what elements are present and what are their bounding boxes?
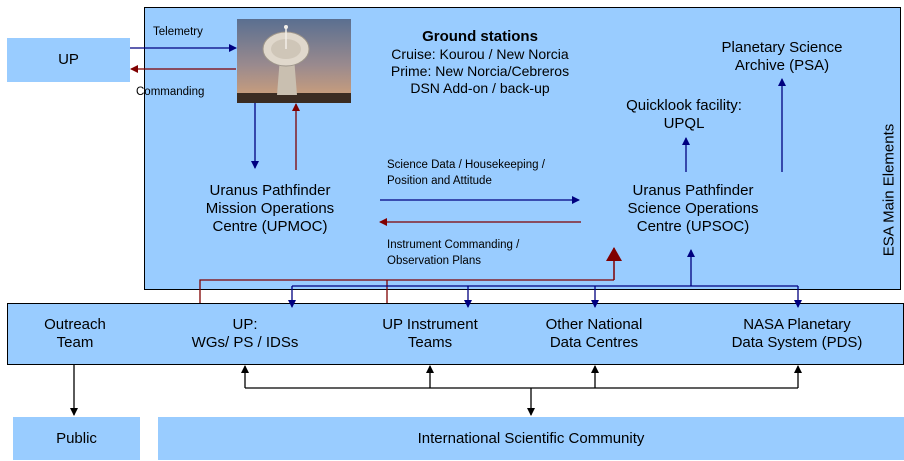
red-feedback-bus (199, 279, 614, 303)
science-data-label: Science Data / Housekeeping / Position a… (387, 158, 545, 189)
public-box (13, 417, 140, 460)
public-label: Public (56, 430, 97, 447)
ground-stations-line-3: DSN Add-on / back-up (410, 79, 550, 96)
instrument-teams-line-1: UP Instrument (382, 316, 478, 333)
up-box (7, 38, 130, 82)
community-box (158, 417, 904, 460)
upsoc-line-2: Science Operations (627, 200, 759, 217)
instrument-teams-label: UP Instrument Teams (355, 316, 505, 352)
upql-label: Quicklook facility: UPQL (594, 97, 774, 133)
upsoc-label: Uranus Pathfinder Science Operations Cen… (603, 182, 783, 236)
ground-stations-text: Ground stations Cruise: Kourou / New Nor… (380, 28, 580, 96)
esa-main-elements-label: ESA Main Elements (880, 123, 898, 257)
instrument-commanding-label: Instrument Commanding / Observation Plan… (387, 238, 519, 269)
ground-stations-title: Ground stations (422, 28, 538, 45)
ground-stations-line-2: Prime: New Norcia/Cebreros (390, 62, 570, 79)
antenna-dish-photo (237, 19, 351, 103)
upmoc-line-3: Centre (UPMOC) (212, 218, 328, 235)
national-data-centres-line-1: Other National (545, 316, 643, 333)
national-data-centres-label: Other National Data Centres (519, 316, 669, 352)
outreach-team-label: Outreach Team (15, 316, 135, 352)
telemetry-label: Telemetry (153, 26, 203, 38)
up-wgs-label: UP: WGs/ PS / IDSs (170, 316, 320, 352)
outreach-line-1: Outreach (44, 316, 106, 333)
external-elements-band (7, 303, 904, 365)
psa-label: Planetary Science Archive (PSA) (692, 39, 872, 75)
up-wgs-line-1: UP: (232, 316, 258, 333)
upsoc-line-1: Uranus Pathfinder (632, 182, 754, 199)
nasa-pds-line-2: Data System (PDS) (731, 334, 863, 351)
up-wgs-line-2: WGs/ PS / IDSs (191, 334, 299, 351)
nasa-pds-line-1: NASA Planetary (743, 316, 851, 333)
psa-line-2: Archive (PSA) (734, 57, 830, 74)
commanding-label: Commanding (136, 86, 205, 98)
instrument-commanding-line-2: Observation Plans (387, 254, 481, 267)
upql-line-2: UPQL (663, 115, 705, 132)
science-data-line-1: Science Data / Housekeeping / (387, 159, 545, 171)
up-label: UP (58, 51, 79, 68)
upsoc-line-3: Centre (UPSOC) (636, 218, 750, 235)
outreach-line-2: Team (56, 334, 94, 351)
instrument-teams-line-2: Teams (407, 334, 453, 351)
nasa-pds-label: NASA Planetary Data System (PDS) (712, 316, 882, 352)
upql-line-1: Quicklook facility: (626, 97, 742, 114)
science-data-line-2: Position and Attitude (387, 174, 492, 187)
upmoc-line-2: Mission Operations (205, 200, 335, 217)
ground-stations-line-1: Cruise: Kourou / New Norcia (391, 46, 569, 62)
community-label: International Scientific Community (417, 430, 645, 447)
national-data-centres-line-2: Data Centres (549, 334, 639, 351)
instrument-commanding-line-1: Instrument Commanding / (387, 239, 520, 251)
psa-line-1: Planetary Science (721, 39, 843, 56)
upmoc-label: Uranus Pathfinder Mission Operations Cen… (180, 182, 360, 236)
antenna-dish-icon (237, 19, 351, 103)
upmoc-line-1: Uranus Pathfinder (209, 182, 331, 199)
